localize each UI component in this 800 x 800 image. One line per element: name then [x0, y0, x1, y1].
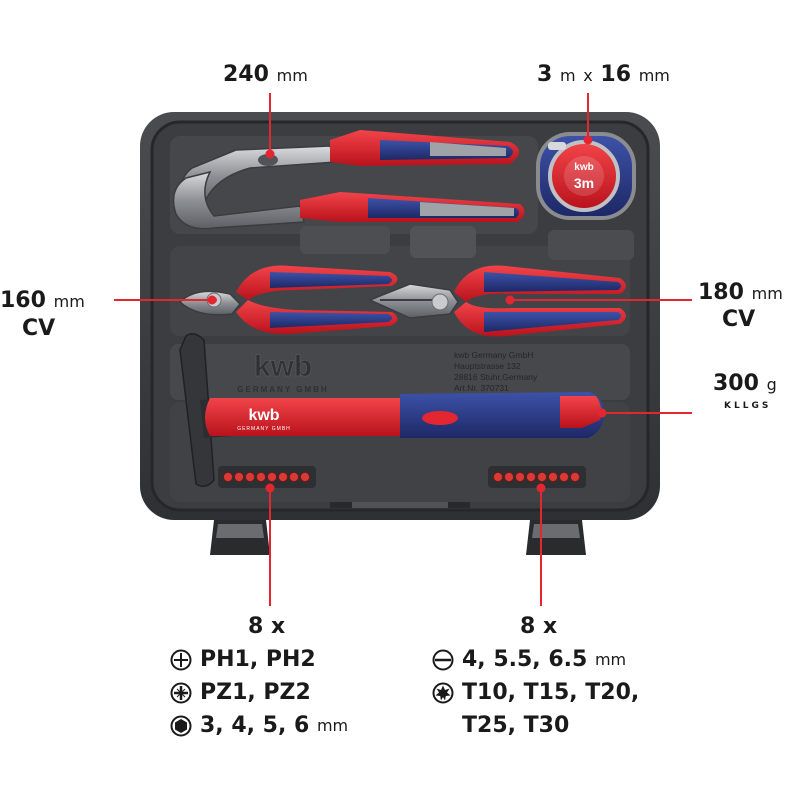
- bits-left-text: PZ1, PZ2: [200, 679, 311, 705]
- bit-holder-right: [488, 466, 586, 488]
- hammer: kwb GERMANY GMBH: [179, 333, 605, 487]
- bits-left-row: PZ1, PZ2: [170, 676, 348, 709]
- bits-left-count: 8 x: [248, 614, 286, 639]
- emboss-logo: kwb: [254, 350, 312, 383]
- cutter-unit: mm: [53, 292, 85, 311]
- hex-icon: [170, 715, 192, 736]
- label-plier-length: 240 mm: [223, 64, 308, 86]
- hammer-logo: kwb: [248, 407, 279, 424]
- bits-left-unit: mm: [316, 715, 349, 735]
- label-cutter: 160 mm: [0, 290, 85, 312]
- bits-left-row: PH1, PH2: [170, 643, 348, 676]
- bit-holder-left: [218, 466, 316, 488]
- water-pump-pliers: [172, 130, 525, 230]
- combi-unit: mm: [751, 284, 783, 303]
- bits-left-list: PH1, PH2 PZ1, PZ2 3, 4, 5, 6 mm: [170, 643, 348, 742]
- plier-length-unit: mm: [276, 66, 308, 85]
- bits-left-text: 3, 4, 5, 6: [200, 712, 310, 738]
- label-hammer-sub: KLLGS: [724, 401, 772, 411]
- tape-length-unit: m: [559, 66, 576, 85]
- label-combi: 180 mm: [698, 282, 783, 304]
- label-hammer: 300 g: [713, 373, 777, 395]
- address-line-4: Art.Nr. 370731: [454, 383, 509, 393]
- label-tape: 3 m x 16 mm: [537, 64, 670, 86]
- tape-measure: kwb 3m: [536, 132, 636, 220]
- tape-length-value: 3: [537, 62, 553, 87]
- address-line-2: Hauptstrasse 132: [454, 361, 521, 371]
- pozidriv-icon: [170, 682, 192, 703]
- bits-right-text: T10, T15, T20,: [462, 679, 640, 705]
- bits-left-text: PH1, PH2: [200, 646, 316, 672]
- callout-lines: [114, 93, 692, 606]
- combi-value: 180: [698, 280, 744, 305]
- bits-right-row: 4, 5.5, 6.5 mm: [432, 643, 639, 676]
- slotted-icon: [432, 649, 454, 670]
- case-emboss: kwb GERMANY GMBH kwb Germany GmbH Haupts…: [237, 350, 538, 394]
- tape-sep: x: [583, 66, 593, 85]
- bits-right-text: 4, 5.5, 6.5: [462, 646, 588, 672]
- address-line-3: 28816 Stuhr,Germany: [454, 372, 538, 382]
- emboss-sub: GERMANY GMBH: [237, 385, 328, 394]
- label-cutter-type: CV: [22, 316, 56, 341]
- torx-icon: [432, 682, 454, 703]
- bits-right-row: T10, T15, T20,: [432, 676, 639, 709]
- bits-right-row: T25, T30: [432, 709, 639, 742]
- bits-right-list: 4, 5.5, 6.5 mm T10, T15, T20, T25, T30: [432, 643, 639, 742]
- bits-right-count: 8 x: [520, 614, 558, 639]
- bits-right-text: T25, T30: [462, 712, 570, 738]
- hammer-sub: GERMANY GMBH: [237, 426, 291, 432]
- combination-pliers: [368, 265, 626, 337]
- tape-size: 3m: [574, 175, 594, 191]
- address-line-1: kwb Germany GmbH: [454, 350, 533, 360]
- tape-width-unit: mm: [638, 66, 670, 85]
- plier-length-value: 240: [223, 62, 269, 87]
- hammer-unit: g: [766, 375, 777, 394]
- hammer-value: 300: [713, 371, 759, 396]
- case-latches: [210, 520, 586, 555]
- tape-logo: kwb: [574, 162, 593, 173]
- blank-icon-space: [432, 715, 454, 737]
- side-cutter: [178, 265, 398, 335]
- bits-left-row: 3, 4, 5, 6 mm: [170, 709, 348, 742]
- tape-width-value: 16: [600, 62, 632, 87]
- bits-right-unit: mm: [594, 649, 627, 669]
- cutter-value: 160: [0, 288, 46, 313]
- label-combi-type: CV: [722, 307, 756, 332]
- phillips-icon: [170, 649, 192, 670]
